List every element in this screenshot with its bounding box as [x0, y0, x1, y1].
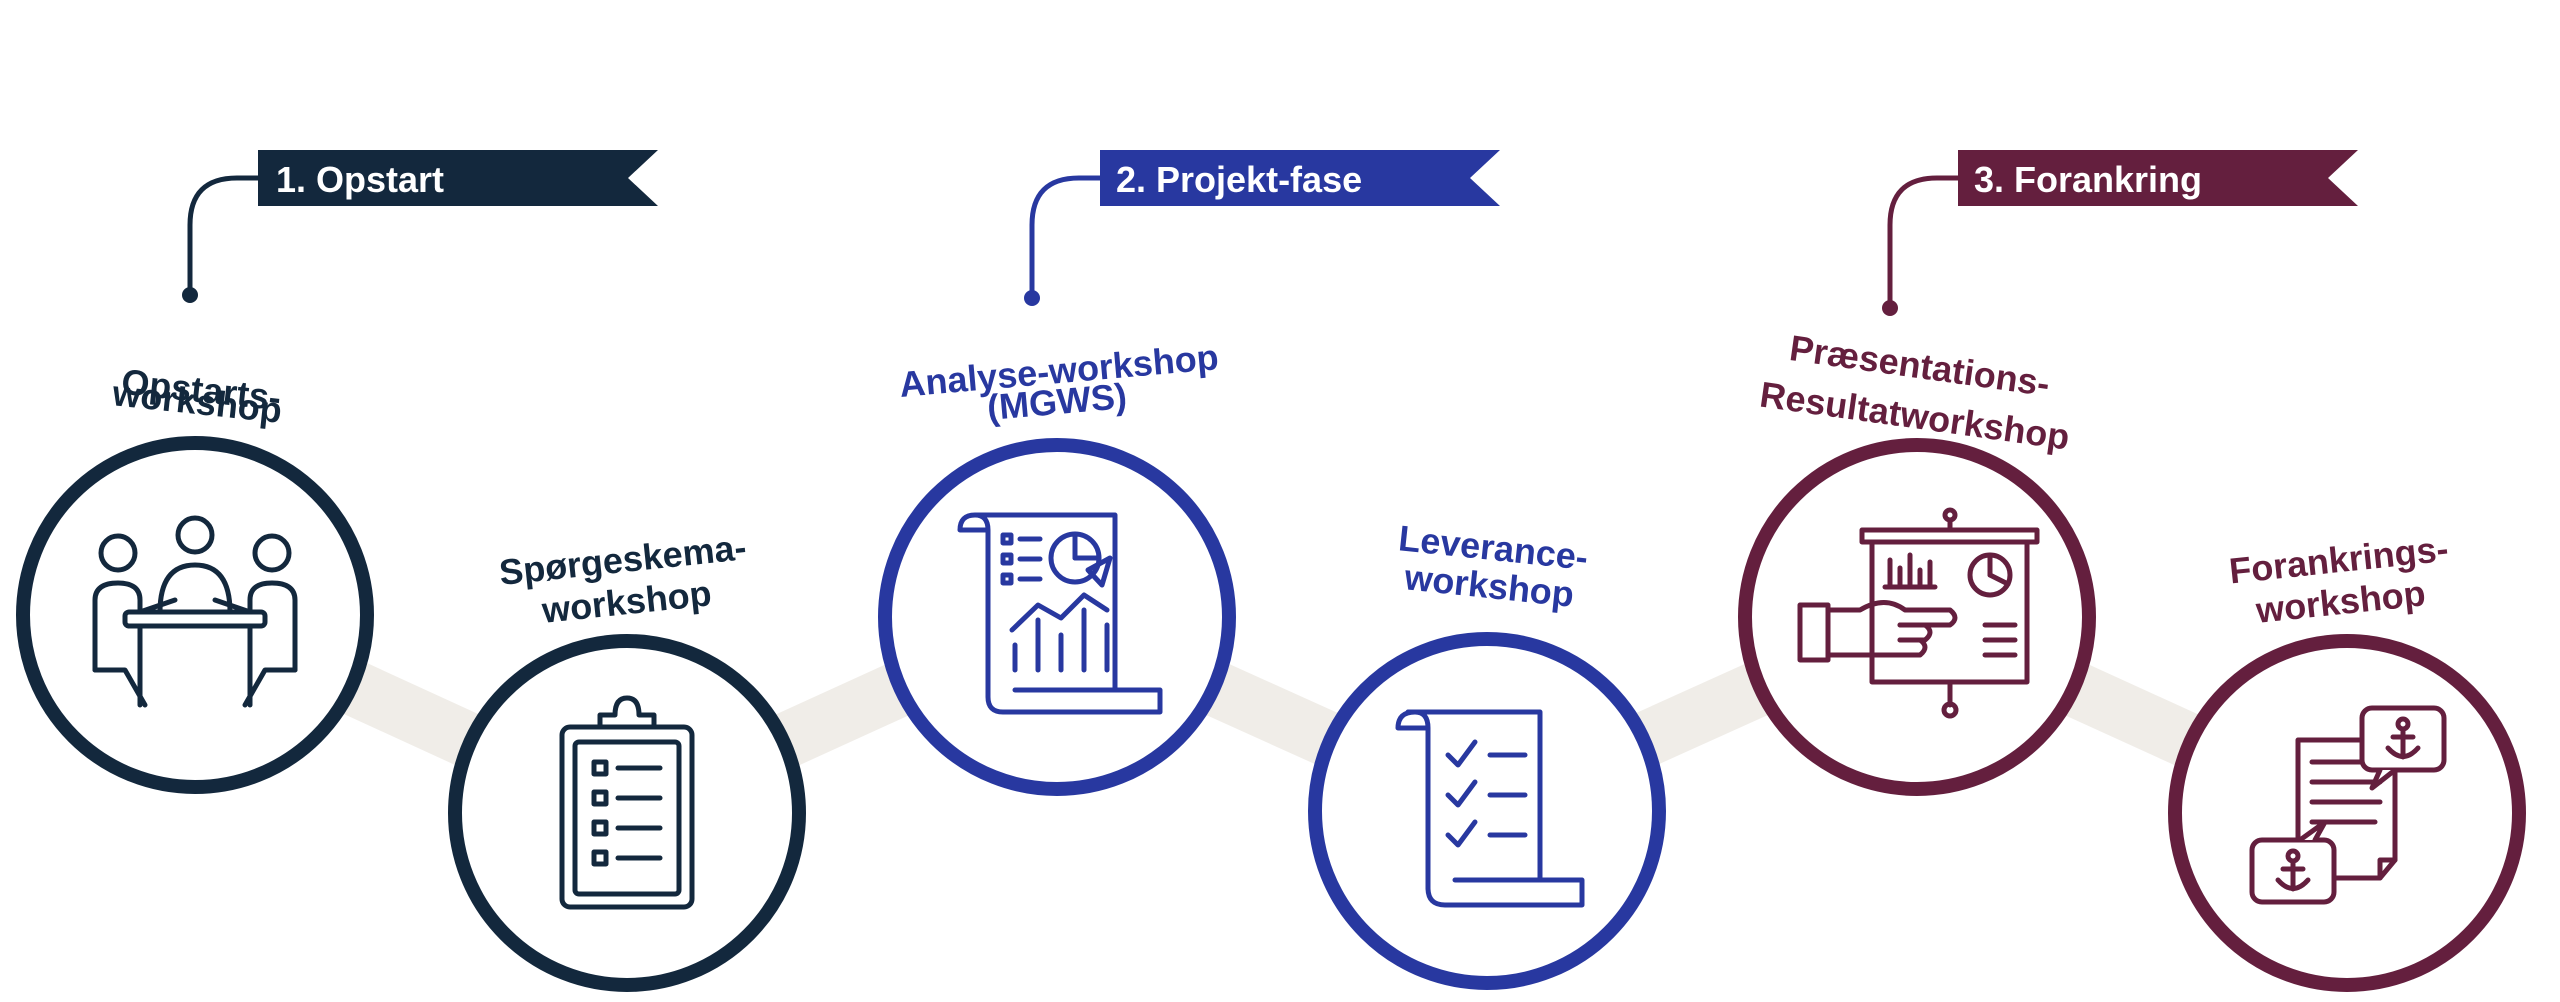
- step-leverance-workshop: Leverance- workshop: [1308, 517, 1666, 990]
- phase-3-dot: [1882, 300, 1898, 316]
- step-5-circle: [1738, 438, 2096, 796]
- phase-2-leader-line: [1029, 175, 1100, 298]
- phase-banner-3: 3. Forankring: [1882, 150, 2358, 316]
- phase-3-label: 3. Forankring: [1974, 159, 2202, 200]
- phase-2-label: 2. Projekt-fase: [1116, 159, 1362, 200]
- phase-1-label: 1. Opstart: [276, 159, 444, 200]
- presentation-board-icon: [1797, 507, 2040, 719]
- analytics-report-icon: [957, 512, 1163, 715]
- checklist-scroll-icon: [1395, 709, 1585, 908]
- phase-banner-2: 2. Projekt-fase: [1024, 150, 1500, 306]
- step-2-circle: [448, 634, 806, 992]
- step-analyse-workshop: Analyse-workshop (MGWS): [878, 336, 1236, 796]
- phase-1-flag: [258, 150, 658, 206]
- phase-banner-1: 1. Opstart: [182, 150, 658, 303]
- step-praesentations-workshop: Præsentations- Resultatworkshop: [1738, 327, 2096, 796]
- step-6-circle: [2168, 634, 2526, 992]
- phase-3-leader-line: [1887, 175, 1958, 308]
- step-forankrings-workshop: Forankrings- workshop: [2168, 528, 2526, 992]
- step-spoergeskema-workshop: Spørgeskema- workshop: [448, 526, 806, 992]
- phase-3-flag: [1958, 150, 2358, 206]
- clipboard-checklist-icon: [559, 695, 695, 910]
- anchor-chat-icon: [2249, 705, 2447, 905]
- meeting-table-icon: [92, 515, 298, 708]
- phase-2-flag: [1100, 150, 1500, 206]
- step-opstarts-workshop: Opstarts- workshop: [16, 361, 374, 794]
- phase-2-dot: [1024, 290, 1040, 306]
- phase-1-dot: [182, 287, 198, 303]
- step-1-circle: [16, 436, 374, 794]
- phase-1-leader-line: [187, 175, 258, 295]
- step-4-circle: [1308, 632, 1666, 990]
